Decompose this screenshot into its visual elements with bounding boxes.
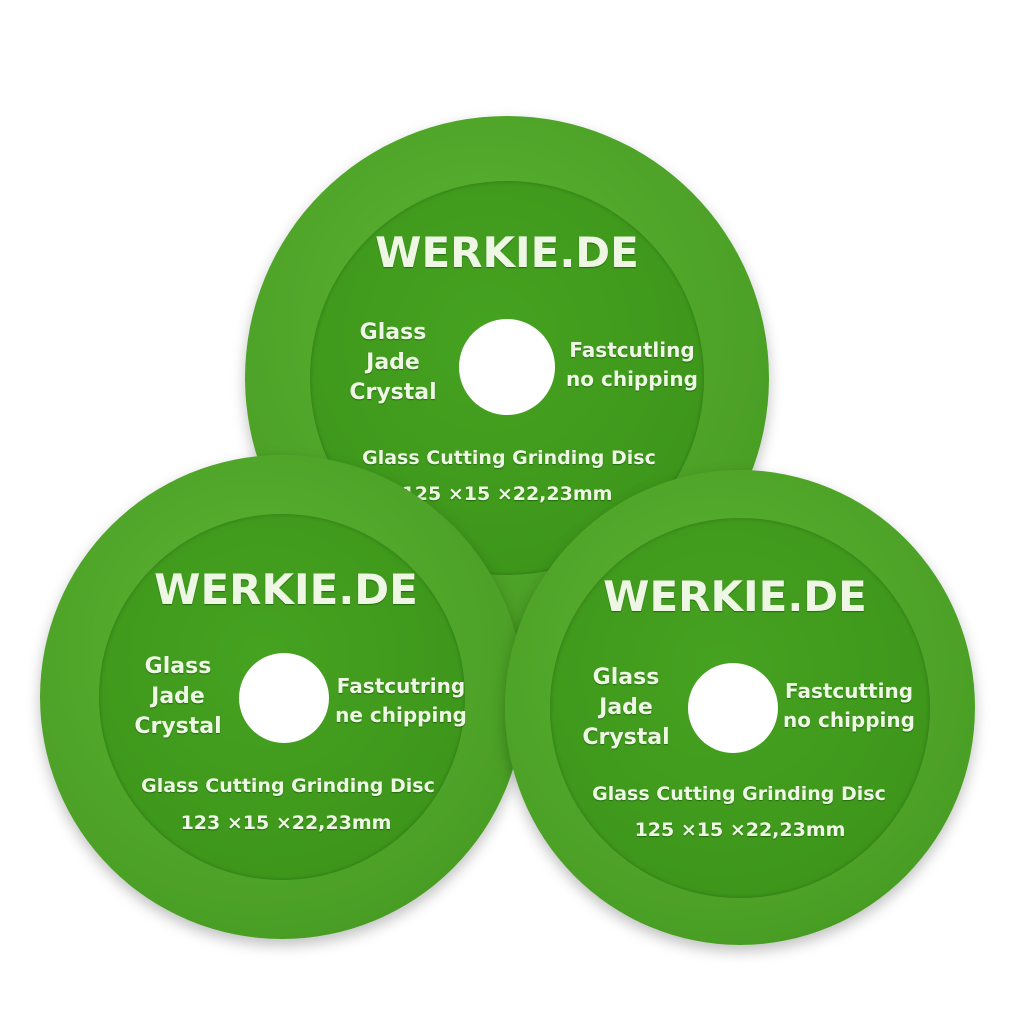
disc-right: WERKIE.DE Glass Jade Crystal Fastcutting… bbox=[505, 470, 975, 945]
material: Glass bbox=[144, 654, 212, 679]
center-hole bbox=[459, 319, 555, 415]
feature: Fastcutling bbox=[569, 338, 695, 362]
feature: ne chipping bbox=[335, 703, 467, 727]
material: Jade bbox=[599, 695, 653, 720]
product-size: 125 ×15 ×22,23mm bbox=[634, 819, 846, 841]
material: Jade bbox=[366, 350, 420, 375]
material: Crystal bbox=[349, 380, 437, 405]
feature: no chipping bbox=[783, 708, 915, 732]
material: Crystal bbox=[582, 725, 670, 750]
brand-text: WERKIE.DE bbox=[154, 565, 418, 614]
materials: Glass Jade Crystal bbox=[582, 663, 669, 753]
product-name: Glass Cutting Grinding Disc bbox=[362, 447, 656, 469]
material: Crystal bbox=[134, 714, 222, 739]
material: Jade bbox=[151, 684, 205, 709]
brand-text: WERKIE.DE bbox=[603, 572, 867, 621]
brand-text: WERKIE.DE bbox=[375, 228, 639, 277]
feature: no chipping bbox=[566, 367, 698, 391]
materials: Glass Jade Crystal bbox=[349, 318, 436, 408]
disc-left: WERKIE.DE Glass Jade Crystal Fastcutring… bbox=[40, 455, 524, 939]
center-hole bbox=[239, 653, 329, 743]
features: Fastcutting no chipping bbox=[783, 677, 915, 735]
product-name: Glass Cutting Grinding Disc bbox=[141, 775, 435, 797]
feature: Fastcutring bbox=[336, 674, 466, 698]
product-name: Glass Cutting Grinding Disc bbox=[592, 783, 886, 805]
center-hole bbox=[688, 663, 778, 753]
material: Glass bbox=[359, 320, 427, 345]
features: Fastcutring ne chipping bbox=[335, 672, 467, 730]
material: Glass bbox=[592, 665, 660, 690]
features: Fastcutling no chipping bbox=[566, 336, 698, 394]
product-size: 123 ×15 ×22,23mm bbox=[180, 812, 392, 834]
feature: Fastcutting bbox=[784, 679, 914, 703]
product-size: 125 ×15 ×22,23mm bbox=[401, 483, 613, 505]
materials: Glass Jade Crystal bbox=[134, 652, 221, 742]
